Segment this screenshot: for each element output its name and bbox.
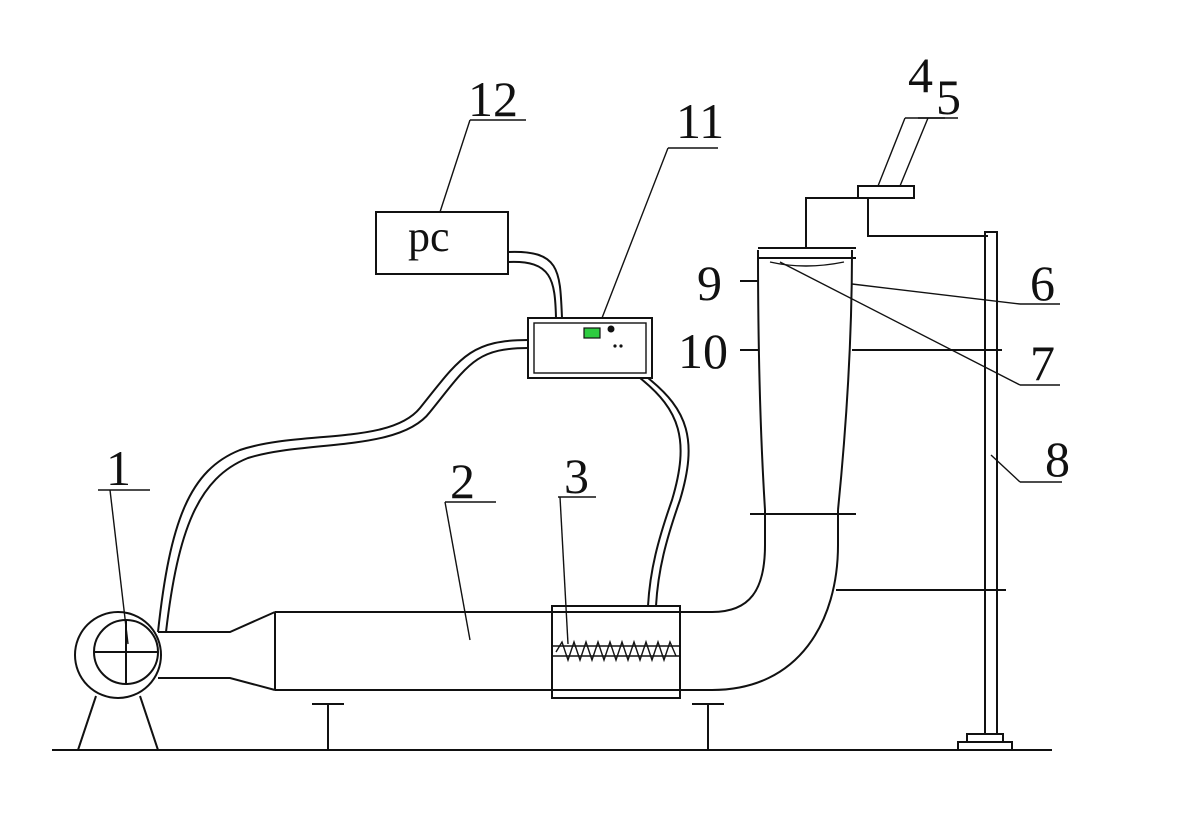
- display-screen: [583, 327, 601, 339]
- riser-tower: [750, 247, 856, 515]
- pc-box: pc: [375, 211, 509, 275]
- fan: [74, 611, 276, 751]
- leader-lines: [98, 117, 1062, 645]
- top-device: [805, 185, 988, 248]
- pc-label: pc: [408, 212, 450, 261]
- label-8: 8: [1045, 431, 1070, 487]
- label-5: 5: [936, 69, 961, 125]
- cables: [157, 250, 690, 633]
- duct: [274, 611, 724, 750]
- label-9: 9: [697, 255, 722, 311]
- label-1: 1: [106, 440, 131, 496]
- controller: [527, 317, 653, 379]
- label-2: 2: [450, 453, 475, 509]
- label-11: 11: [676, 93, 724, 149]
- label-6: 6: [1030, 255, 1055, 311]
- label-12: 12: [468, 71, 518, 127]
- label-10: 10: [678, 323, 728, 379]
- label-3: 3: [564, 448, 589, 504]
- label-7: 7: [1030, 335, 1055, 391]
- label-4: 4: [908, 47, 933, 103]
- stand: [836, 231, 1013, 751]
- indicator-dot: [607, 325, 615, 333]
- elbow-bend: [711, 510, 839, 691]
- heater-section: [551, 605, 681, 699]
